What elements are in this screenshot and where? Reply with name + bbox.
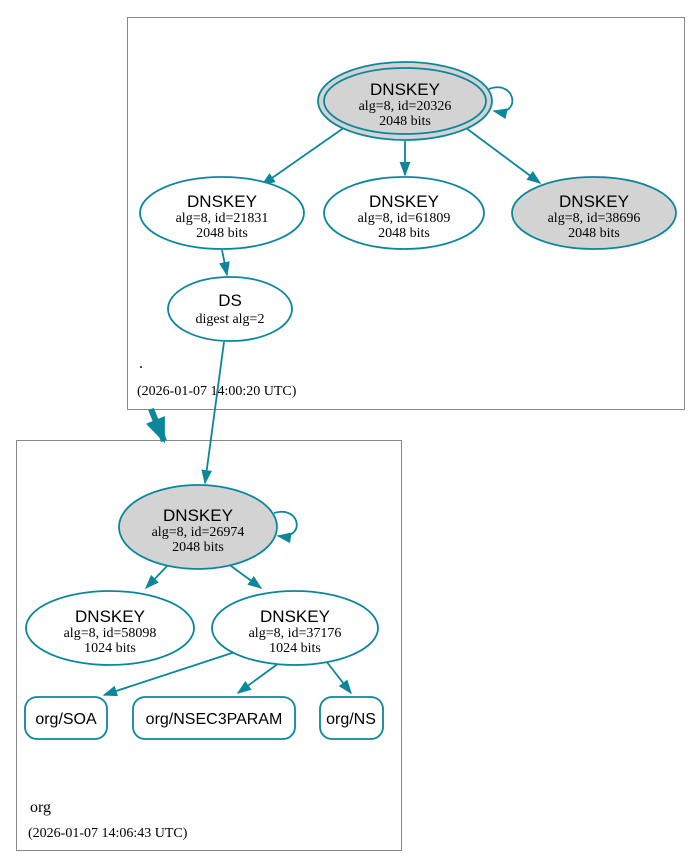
dnskey-58098-detail: alg=8, id=58098 <box>64 626 157 641</box>
edge-ksk20326-to-key38696 <box>465 127 542 184</box>
edge-key37176-to-rrset-nsec3param <box>236 662 280 694</box>
dnskey-37176-title: DNSKEY <box>260 607 330 626</box>
rrset-org-soa-label: org/SOA <box>35 711 97 728</box>
edge-ksk20326-self-loop <box>488 86 514 119</box>
dnskey-37176-ellipse[interactable] <box>211 590 379 666</box>
dnskey-58098-ellipse[interactable] <box>25 590 195 666</box>
dnskey-20326-bits: 2048 bits <box>379 114 431 129</box>
rrset-org-ns-label: org/NS <box>326 711 376 728</box>
edge-ksk26974-to-key37176 <box>226 562 263 589</box>
rrset-org-nsec3param-box[interactable] <box>132 696 296 740</box>
zone-timestamp-root: (2026-01-07 14:00:20 UTC) <box>137 384 297 399</box>
zone-box-root <box>127 17 685 410</box>
dnskey-20326-detail: alg=8, id=20326 <box>359 99 452 114</box>
node-dnskey-26974[interactable]: DNSKEY alg=8, id=26974 2048 bits <box>118 484 278 570</box>
ds-title: DS <box>218 291 242 310</box>
dnskey-38696-title: DNSKEY <box>559 192 629 211</box>
ds-detail: digest alg=2 <box>196 312 265 327</box>
dnskey-61809-title: DNSKEY <box>369 192 439 211</box>
dnskey-58098-title: DNSKEY <box>75 607 145 626</box>
dnskey-37176-bits: 1024 bits <box>269 641 321 656</box>
node-dnskey-58098[interactable]: DNSKEY alg=8, id=58098 1024 bits <box>25 590 195 666</box>
node-rrset-org-soa[interactable]: org/SOA <box>24 696 108 740</box>
zone-label-root: . <box>139 355 143 372</box>
edge-ksk26974-self-loop <box>273 510 298 544</box>
edge-key37176-to-rrset-ns <box>325 660 352 695</box>
ds-ellipse[interactable] <box>167 276 293 342</box>
dnskey-26974-detail: alg=8, id=26974 <box>152 525 245 540</box>
dnskey-26974-title: DNSKEY <box>163 506 233 525</box>
rrset-org-ns-box[interactable] <box>319 696 384 740</box>
dnskey-37176-detail: alg=8, id=37176 <box>249 626 342 641</box>
dnskey-38696-detail: alg=8, id=38696 <box>548 211 641 226</box>
dnskey-61809-ellipse[interactable] <box>323 176 485 250</box>
dnskey-21831-title: DNSKEY <box>187 192 257 211</box>
dnskey-21831-detail: alg=8, id=21831 <box>176 211 269 226</box>
zone-label-org: org <box>30 799 51 816</box>
dnskey-38696-bits: 2048 bits <box>568 226 620 241</box>
dnskey-21831-ellipse[interactable] <box>139 176 305 250</box>
dnskey-26974-ellipse[interactable] <box>118 484 278 570</box>
node-rrset-org-nsec3param[interactable]: org/NSEC3PARAM <box>132 696 296 740</box>
dnskey-20326-ellipse-inner <box>323 67 487 135</box>
dnskey-20326-ellipse-outer[interactable] <box>317 61 493 141</box>
edge-key37176-to-rrset-soa <box>102 651 236 697</box>
node-ds-root[interactable]: DS digest alg=2 <box>167 276 293 342</box>
dnskey-21831-bits: 2048 bits <box>196 226 248 241</box>
dnskey-26974-bits: 2048 bits <box>172 540 224 555</box>
zone-timestamp-org: (2026-01-07 14:06:43 UTC) <box>28 826 188 841</box>
rrset-org-nsec3param-label: org/NSEC3PARAM <box>146 711 283 728</box>
dnskey-38696-ellipse[interactable] <box>511 176 677 250</box>
node-rrset-org-ns[interactable]: org/NS <box>319 696 384 740</box>
rrset-org-soa-box[interactable] <box>24 696 108 740</box>
node-dnskey-20326[interactable]: DNSKEY alg=8, id=20326 2048 bits <box>317 61 493 141</box>
edge-ksk20326-to-key21831 <box>260 126 346 186</box>
dnskey-20326-title: DNSKEY <box>370 80 440 99</box>
node-dnskey-37176[interactable]: DNSKEY alg=8, id=37176 1024 bits <box>211 590 379 666</box>
zone-box-org <box>16 440 402 851</box>
dnskey-61809-bits: 2048 bits <box>378 226 430 241</box>
edge-key21831-to-ds <box>219 249 230 277</box>
edge-ds-to-ksk26974 <box>201 341 225 485</box>
node-dnskey-61809[interactable]: DNSKEY alg=8, id=61809 2048 bits <box>323 176 485 250</box>
dnskey-58098-bits: 1024 bits <box>84 641 136 656</box>
dnskey-61809-detail: alg=8, id=61809 <box>358 211 451 226</box>
edge-ksk26974-to-key58098 <box>145 562 171 590</box>
node-dnskey-38696[interactable]: DNSKEY alg=8, id=38696 2048 bits <box>511 176 677 250</box>
edge-root-zone-to-org-zone <box>145 407 167 444</box>
node-dnskey-21831[interactable]: DNSKEY alg=8, id=21831 2048 bits <box>139 176 305 250</box>
